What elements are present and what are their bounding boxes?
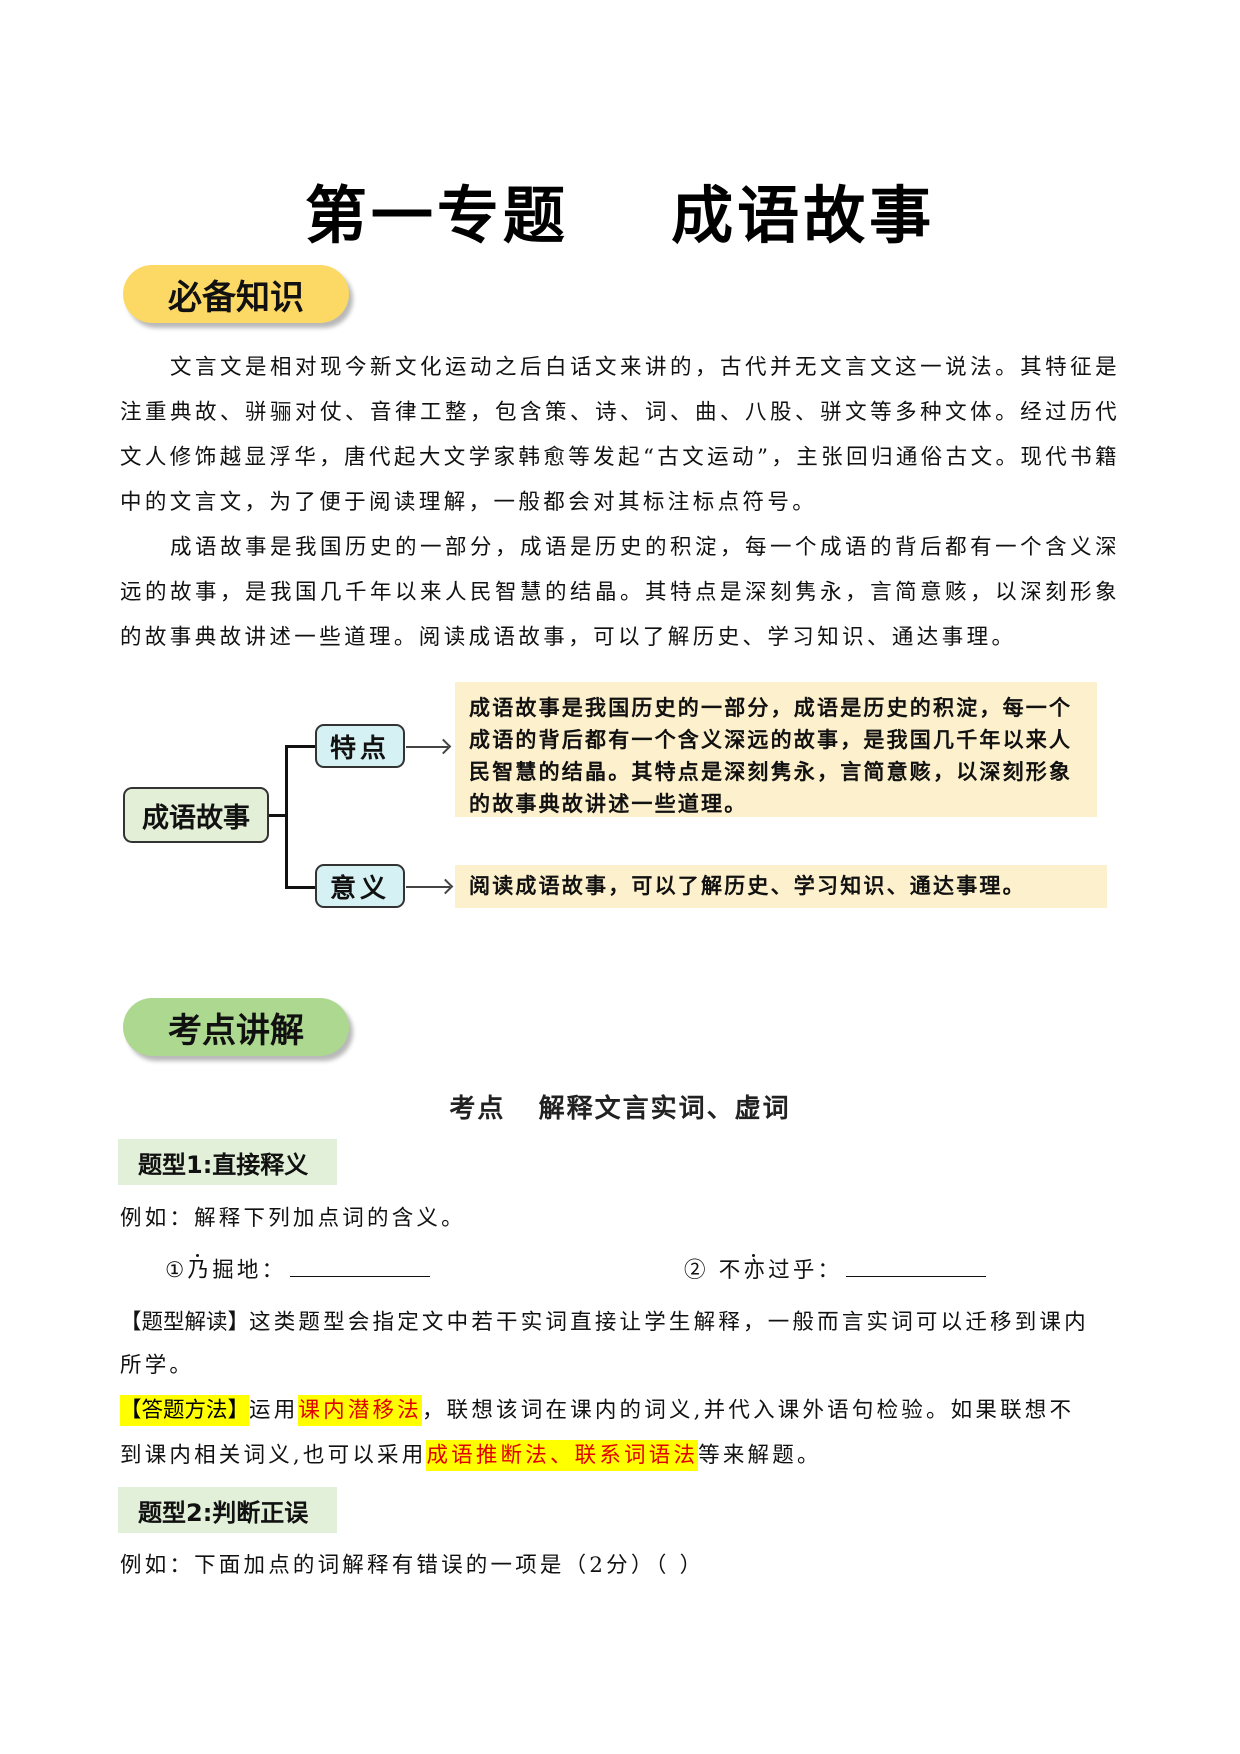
item-1: ①乃掘地：	[165, 1248, 431, 1293]
connector-line	[285, 745, 288, 888]
arrow-right-icon	[406, 886, 450, 888]
type1-interpretation: 【题型解读】这类题型会指定文中若干实词直接让学生解释，一般而言实词可以迁移到课内	[120, 1300, 1130, 1345]
section-pill-required-knowledge: 必备知识	[123, 265, 349, 323]
item-number: ①	[165, 1258, 188, 1283]
dotted-word: 亦	[743, 1258, 769, 1283]
dotted-word: 乃	[187, 1258, 213, 1283]
section-pill-key-points: 考点讲解	[123, 998, 349, 1056]
question-type-2-label: 题型2:判断正误	[118, 1487, 337, 1533]
intro-paragraph-classical-chinese: 文言文是相对现今新文化运动之后白话文来讲的，古代并无文言文这一说法。其特征是注重…	[120, 355, 1120, 515]
answer-blank[interactable]	[846, 1251, 987, 1277]
method-text: 到课内相关词义,也可以采用	[120, 1443, 427, 1468]
mind-map-node-significance: 意义	[315, 864, 405, 908]
connector-line	[269, 814, 286, 817]
type1-method: 【答题方法】运用课内潜移法，联想该词在课内的词义,并代入课外语句检验。如果联想不	[120, 1388, 1130, 1433]
key-point-subheading: 考点 解释文言实词、虚词	[449, 1094, 791, 1124]
significance-note: 阅读成语故事，可以了解历史、学习知识、通达事理。	[455, 865, 1107, 908]
type1-interpretation-cont: 所学。	[120, 1353, 195, 1378]
intro-paragraph-idiom-stories: 成语故事是我国历史的一部分，成语是历史的积淀，每一个成语的背后都有一个含义深远的…	[120, 535, 1120, 650]
interpretation-text: 这类题型会指定文中若干实词直接让学生解释，一般而言实词可以迁移到课内	[249, 1310, 1089, 1335]
page-title: 第一专题 成语故事	[304, 179, 936, 252]
features-note: 成语故事是我国历史的一部分，成语是历史的积淀，每一个成语的背后都有一个含义深远的…	[455, 682, 1097, 817]
connector-line	[285, 745, 316, 748]
question-type-1-label: 题型1:直接释义	[118, 1139, 337, 1185]
item-number: ②	[684, 1258, 709, 1283]
interpretation-label: 【题型解读】	[120, 1310, 250, 1335]
type1-method-cont: 到课内相关词义,也可以采用成语推断法、联系词语法等来解题。	[120, 1433, 1130, 1478]
type1-example-prompt: 例如：解释下列加点词的含义。	[120, 1206, 466, 1231]
item-text: 掘地：	[212, 1258, 287, 1283]
mind-map-root-node: 成语故事	[123, 787, 269, 843]
type2-example-prompt: 例如：下面加点的词解释有错误的一项是（2分）（ ）	[120, 1553, 705, 1578]
mind-map-node-features: 特点	[315, 724, 405, 768]
method-highlight: 成语推断法、联系词语法	[426, 1440, 699, 1471]
method-text: ，联想该词在课内的词义,并代入课外语句检验。如果联想不	[421, 1398, 1075, 1423]
connector-line	[285, 886, 316, 889]
item-text: 不	[708, 1258, 744, 1283]
item-text: 过乎：	[768, 1258, 843, 1283]
arrow-right-icon	[406, 746, 448, 748]
method-label: 【答题方法】	[120, 1395, 250, 1426]
method-text: 运用	[249, 1398, 299, 1423]
method-highlight: 课内潜移法	[298, 1395, 422, 1426]
item-2: ② 不亦过乎：	[684, 1248, 987, 1293]
method-text: 等来解题。	[698, 1443, 822, 1468]
answer-blank[interactable]	[290, 1251, 431, 1277]
